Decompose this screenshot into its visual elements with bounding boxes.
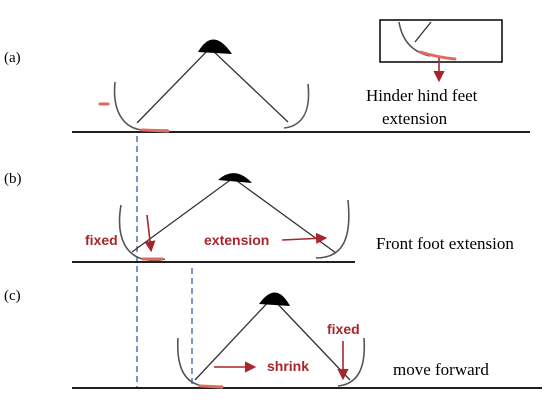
panel-a-caption-line2: extension: [382, 109, 448, 128]
panel-a-caption-line1: Hinder hind feet: [366, 86, 478, 105]
panel-b-extension-arrow: [281, 232, 328, 245]
panel-a-inset-leg: [414, 21, 432, 43]
panel-a-label: (a): [4, 50, 21, 66]
panel-b-fixed-label: fixed: [85, 232, 118, 248]
panel-a-contact-mark: [140, 128, 170, 133]
panel-c-contact-mark: [198, 384, 224, 389]
panel-c: (c) shrink fixed move forward: [4, 288, 542, 389]
panel-c-shrink-label: shrink: [267, 358, 309, 374]
panel-c-left-foot: [176, 337, 223, 388]
panel-a-left-foot: [113, 81, 169, 132]
panel-a-body-hump: [198, 39, 232, 54]
panel-a-inset-contact: [418, 50, 457, 61]
panel-c-label: (c): [4, 288, 21, 304]
panel-a-body-legs: [136, 47, 289, 124]
panel-c-body-hump: [259, 292, 290, 306]
panel-b-extension-label: extension: [204, 232, 269, 248]
panel-c-caption: move forward: [393, 360, 489, 379]
panel-b-label: (b): [4, 171, 22, 187]
panel-c-fixed-label: fixed: [327, 321, 360, 337]
panel-b-fixed-arrow: [144, 214, 156, 253]
panel-a: (a) Hinder hind feet extension: [4, 19, 530, 133]
panel-b-caption: Front foot extension: [376, 234, 514, 253]
panel-b: (b) fixed extension Front foot extension: [4, 171, 514, 263]
panel-a-right-foot: [283, 83, 310, 129]
panel-b-right-foot: [315, 199, 350, 259]
panel-c-right-foot: [337, 337, 366, 387]
panel-b-body-hump: [218, 173, 252, 183]
